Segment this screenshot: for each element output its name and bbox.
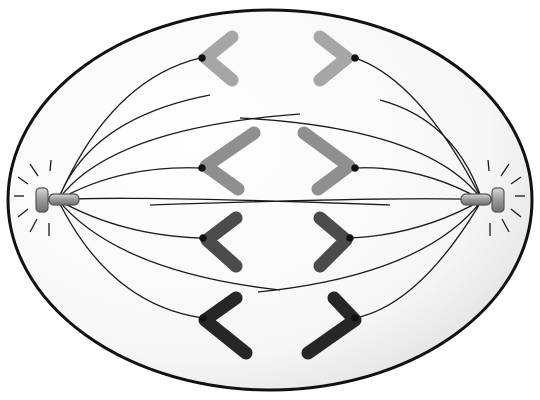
cell-membrane [8, 10, 532, 390]
centromere-right-4 [351, 314, 359, 322]
centromere-left-3 [199, 234, 207, 242]
centromere-right-1 [351, 54, 359, 62]
centromere-left-4 [199, 314, 207, 322]
centromere-right-2 [351, 164, 359, 172]
centromere-left-2 [198, 164, 206, 172]
centromere-right-3 [346, 234, 354, 242]
centromere-left-1 [198, 54, 206, 62]
